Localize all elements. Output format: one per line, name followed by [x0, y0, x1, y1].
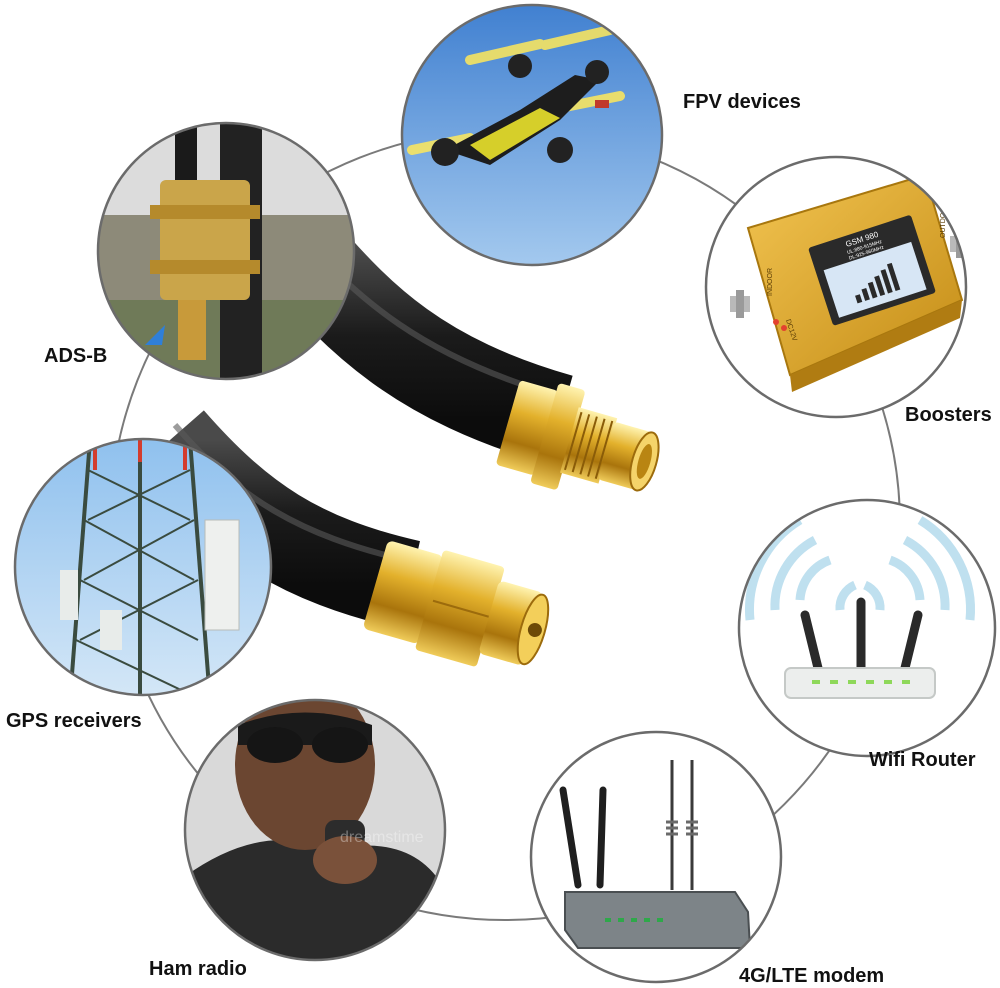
ham-radio-image: dreamstime [183, 698, 447, 962]
label-wifi-router: Wifi Router [869, 749, 976, 771]
label-ads-b: ADS-B [44, 345, 108, 367]
adsb-antenna-image [96, 121, 356, 381]
label-boosters: Boosters [905, 404, 992, 426]
coax-cable-female [265, 220, 660, 492]
booster-outdoor-port-label: OUTDOOR [940, 202, 947, 238]
label-gps-receivers: GPS receivers [6, 710, 142, 732]
lte-modem-image [529, 730, 783, 984]
label-4g-lte-modem: 4G/LTE modem [739, 965, 885, 987]
booster-device-image: GSM 980 UL:880-915MHz DL:925-960MHz INDO… [704, 155, 968, 419]
gps-tower-image [13, 437, 273, 697]
label-fpv-devices: FPV devices [683, 91, 801, 113]
watermark-text: dreamstime [340, 829, 424, 846]
booster-indoor-port-label: INDOOR [767, 268, 774, 296]
fpv-drone-image [400, 3, 664, 267]
wifi-router-image [737, 498, 997, 758]
label-ham-radio: Ham radio [149, 958, 247, 980]
